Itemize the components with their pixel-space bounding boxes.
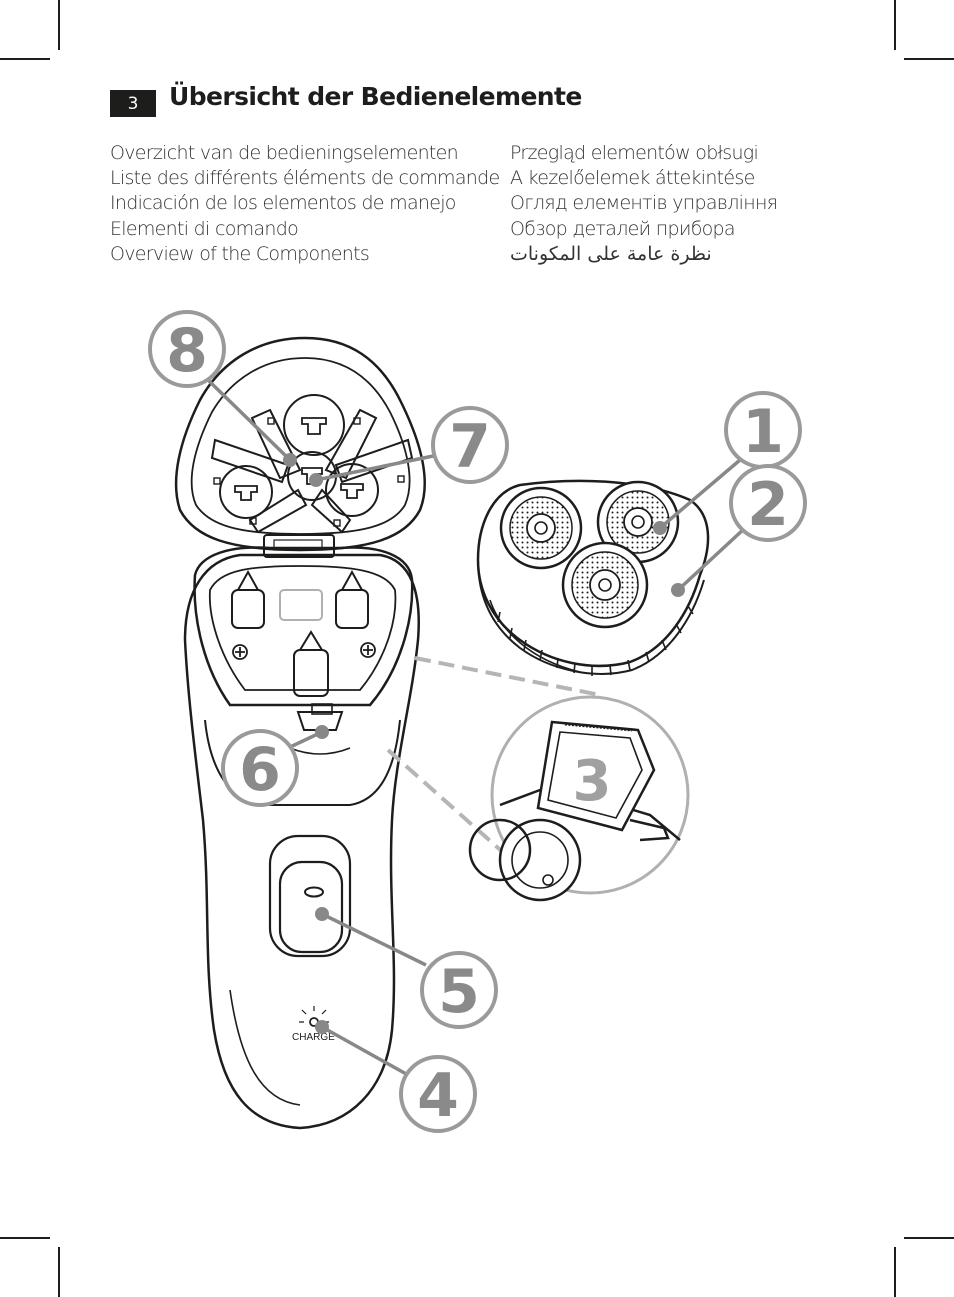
svg-text:4: 4 bbox=[417, 1061, 459, 1131]
charge-label: CHARGE bbox=[292, 1032, 335, 1043]
callout-1: 1 bbox=[724, 391, 802, 469]
callout-8: 8 bbox=[148, 310, 226, 388]
svg-text:1: 1 bbox=[742, 397, 784, 467]
svg-text:5: 5 bbox=[438, 957, 480, 1027]
crop-mark bbox=[58, 0, 60, 50]
callout-7: 7 bbox=[431, 406, 509, 484]
shaving-head bbox=[476, 479, 710, 676]
callout-5: 5 bbox=[420, 951, 498, 1029]
language-heading-nl: Overzicht van de bedieningselementen bbox=[110, 142, 459, 164]
crop-mark bbox=[58, 1247, 60, 1297]
language-list-left: Overzicht van de bedieningselementen Lis… bbox=[110, 141, 500, 267]
language-heading-fr: Liste des différents éléments de command… bbox=[110, 167, 500, 190]
svg-text:7: 7 bbox=[449, 412, 491, 482]
language-heading-ar: نظرة عامة على المكونات bbox=[510, 242, 712, 265]
language-list-right: Przegląd elementów obłsugi A kezelőeleme… bbox=[510, 141, 778, 267]
language-heading-pl: Przegląd elementów obłsugi bbox=[510, 142, 759, 164]
svg-text:3: 3 bbox=[573, 749, 612, 814]
page-title: Übersicht der Bedienelemente bbox=[169, 82, 582, 111]
language-heading-es: Indicación de los elementos de manejo bbox=[110, 192, 456, 215]
crop-mark bbox=[0, 1237, 50, 1239]
crop-mark bbox=[904, 58, 954, 60]
crop-mark bbox=[0, 58, 50, 60]
callout-2: 2 bbox=[729, 464, 807, 542]
language-heading-it: Elementi di comando bbox=[110, 217, 299, 240]
page-number-badge: 3 bbox=[110, 90, 156, 117]
svg-text:2: 2 bbox=[747, 470, 789, 540]
language-heading-uk: Огляд елементів управління bbox=[510, 192, 778, 215]
callout-4: 4 bbox=[399, 1055, 477, 1133]
svg-text:6: 6 bbox=[239, 735, 281, 805]
crop-mark bbox=[894, 1247, 896, 1297]
language-heading-hu: A kezelőelemek áttekintése bbox=[510, 167, 755, 190]
trimmer-detail bbox=[386, 656, 690, 902]
crop-mark bbox=[894, 0, 896, 50]
callout-3: 3 bbox=[573, 749, 612, 814]
callout-6: 6 bbox=[221, 729, 299, 807]
svg-text:8: 8 bbox=[166, 316, 208, 386]
language-heading-ru: Обзор деталей прибора bbox=[510, 217, 736, 240]
language-heading-en: Overview of the Components bbox=[110, 242, 370, 265]
leader-lines bbox=[206, 378, 747, 1077]
leader-dots bbox=[283, 453, 685, 1034]
crop-mark bbox=[904, 1237, 954, 1239]
